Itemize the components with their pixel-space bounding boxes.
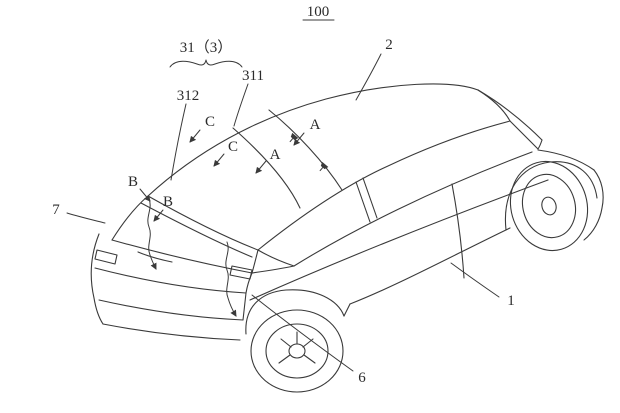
tailgate-bottom: [94, 267, 247, 294]
beltline: [293, 151, 533, 267]
tail-left-edge: [90, 233, 104, 325]
roof-far-edge: [147, 83, 479, 197]
leader-line-1: [450, 262, 500, 298]
label-b-lower: B: [163, 194, 173, 210]
shoulder-crease: [249, 179, 549, 301]
label-b-upper: B: [128, 174, 138, 190]
taillight-left: [94, 249, 118, 265]
rear-wheel-hub: [288, 343, 306, 359]
hatch-right-edge: [251, 249, 259, 274]
front-wheel-hub: [541, 196, 557, 216]
label-a-lower: A: [270, 147, 281, 163]
section-arrow-c-upper: [189, 129, 201, 143]
brace-31-3: [169, 59, 243, 68]
label-312: 312: [177, 88, 200, 104]
rear-wheel-arch: [245, 289, 345, 335]
roof-seam-rear: [232, 127, 301, 209]
annotations: [66, 19, 500, 372]
cowl-line: [537, 139, 543, 150]
front-end: [504, 149, 604, 252]
section-arrow-a-upper: [293, 132, 305, 146]
bumper-bottom: [102, 323, 241, 341]
label-100: 100: [307, 4, 330, 20]
section-arrow-a-lower: [255, 160, 267, 174]
label-c-lower: C: [228, 139, 238, 155]
hood-line: [537, 149, 595, 171]
section-cut-line-b: [147, 198, 157, 270]
front-wheel-inner: [521, 173, 577, 239]
section-arrow-b-upper: [139, 188, 151, 202]
front-wheel-outer: [509, 160, 589, 252]
taillight-right: [229, 265, 253, 280]
section-arrow-c-lower: [213, 153, 225, 167]
windshield-far-pillar: [477, 89, 543, 141]
front-wheel-arch: [504, 161, 598, 231]
label-1: 1: [507, 293, 515, 309]
door-cut: [451, 183, 465, 279]
b-pillar-line2: [362, 177, 378, 219]
front-bumper-edge: [583, 169, 604, 241]
leader-line-7: [66, 212, 106, 224]
car-line-art: [90, 83, 604, 393]
rear-end: [90, 195, 351, 393]
label-311: 311: [242, 68, 264, 84]
roof-front-edge: [477, 89, 511, 122]
rear-wheel-outer: [250, 309, 344, 393]
label-2: 2: [385, 37, 393, 53]
hatch-glass-bottom-edge: [111, 239, 253, 274]
roof-and-glass: [140, 83, 543, 258]
label-7: 7: [52, 202, 60, 218]
reference-labels: 100 2 31（3） 311 312 C C A A B B 7 1 6: [52, 4, 515, 386]
rear-wiper: [137, 251, 173, 263]
roof-rear-edge: [147, 195, 259, 251]
b-pillar-line1: [355, 181, 371, 223]
underbody-join: [343, 303, 351, 317]
label-c-upper: C: [205, 114, 215, 130]
label-6: 6: [358, 370, 366, 386]
quarter-join: [251, 265, 295, 274]
c-pillar-base: [257, 249, 295, 267]
rear-wheel-spokes: [278, 331, 316, 364]
sill-line: [349, 227, 511, 305]
section-cut-line-6: [225, 241, 237, 317]
hatch-glass-left-edge: [111, 195, 149, 241]
spoiler-lip: [140, 202, 253, 258]
label-a-upper: A: [310, 117, 321, 133]
rear-wheel-inner: [265, 323, 329, 379]
roof-seam-front: [268, 109, 343, 191]
section-arrow-b-lower: [153, 209, 164, 222]
roof-clip-icon: [289, 132, 299, 143]
roof-near-edge: [257, 120, 511, 251]
leader-line-312: [170, 103, 187, 181]
roof-clip-icon: [319, 161, 329, 172]
leader-line-6: [251, 294, 354, 372]
leader-line-311: [233, 83, 249, 127]
label-31-3: 31（3）: [180, 39, 233, 56]
bumper-crease: [98, 299, 244, 321]
windshield-near-pillar: [509, 120, 539, 150]
side-body: [249, 151, 549, 305]
leader-line-2: [355, 53, 382, 101]
tail-right-edge: [242, 272, 253, 321]
